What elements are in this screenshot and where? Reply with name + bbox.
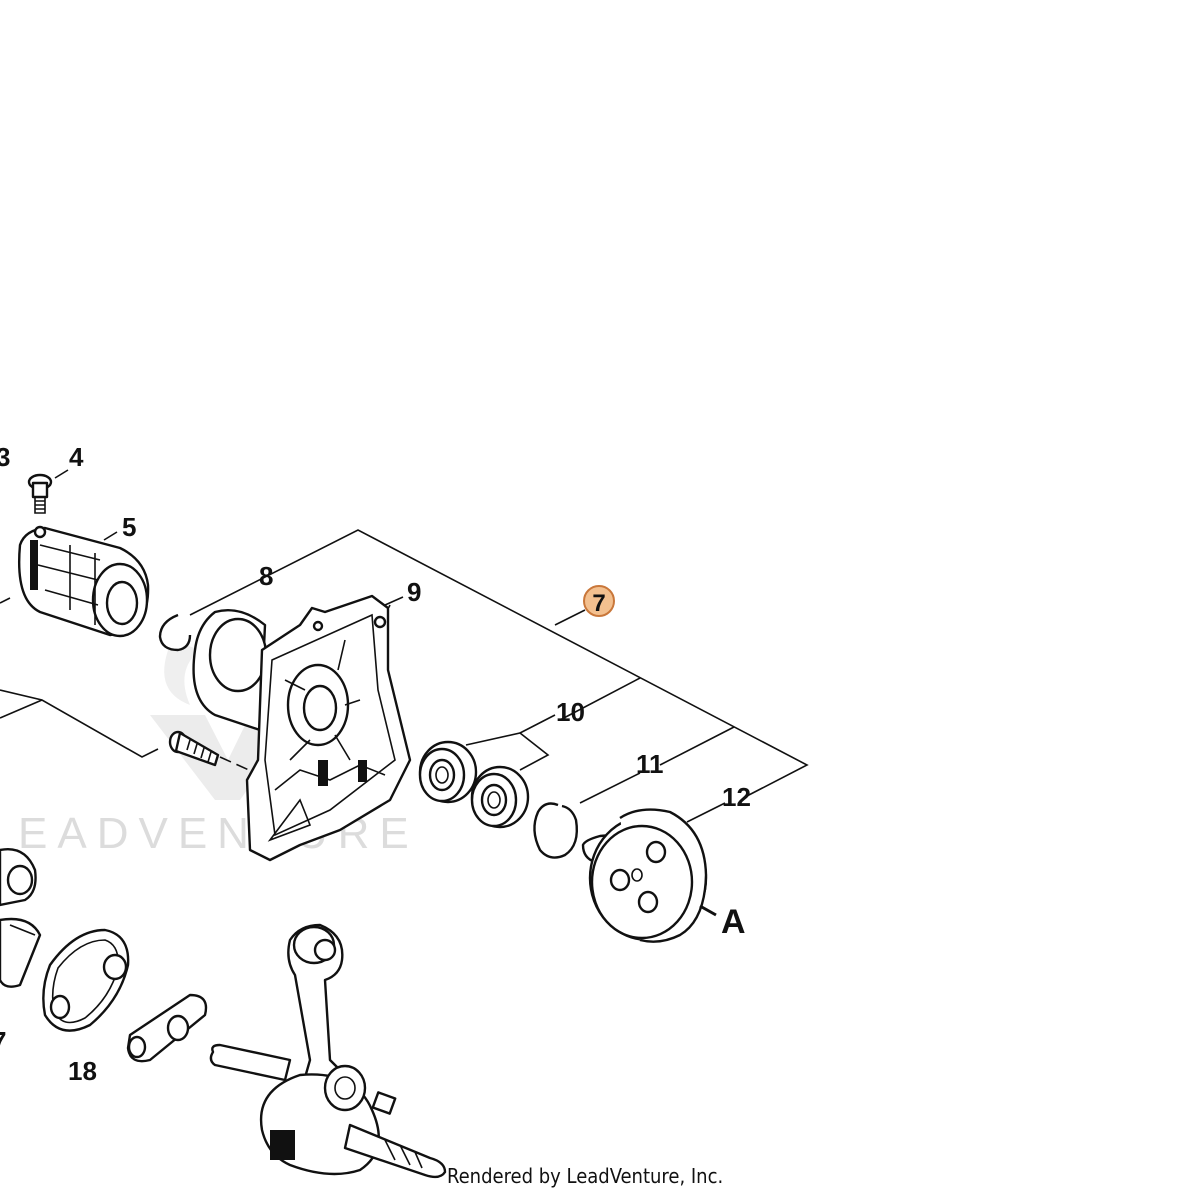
part-bearing-10-a [418, 740, 478, 804]
part-retaining-ring-11 [533, 802, 579, 859]
callout-11: 11 [636, 749, 664, 779]
callout-9: 9 [407, 577, 421, 607]
part-cover-screw [168, 730, 220, 767]
callout-10: 10 [556, 697, 585, 727]
part-clutch-drum-12 [581, 808, 717, 943]
highlight-circle [583, 585, 615, 617]
callout-12: 12 [722, 782, 751, 812]
callout-5: 5 [122, 512, 136, 542]
callout-a: A [721, 903, 746, 941]
part-crankshaft [209, 923, 447, 1179]
part-connector-18 [126, 993, 208, 1063]
footer-credit: Rendered by LeadVenture, Inc. [447, 1164, 723, 1188]
callout-7: 7 [592, 590, 605, 617]
part-shroud-17 [42, 928, 130, 1032]
callouts: 3 4 5 8 9 10 11 12 7 18 A [0, 442, 751, 1086]
part-bearing-10-b [470, 765, 530, 829]
leader-lines [0, 469, 809, 823]
callout-4: 4 [69, 442, 84, 472]
part-crankcase-cover-9 [192, 594, 412, 862]
part-cylinder-5 [18, 525, 150, 638]
callout-18: 18 [68, 1056, 97, 1086]
part-circlip-8 [158, 613, 192, 652]
callout-7-highlight: 7 [583, 585, 615, 617]
callout-8: 8 [259, 561, 273, 591]
part-crank-half-left [0, 848, 42, 988]
callout-17: 7 [0, 1026, 6, 1056]
part-screw-4 [27, 473, 53, 514]
callout-3: 3 [0, 442, 10, 472]
